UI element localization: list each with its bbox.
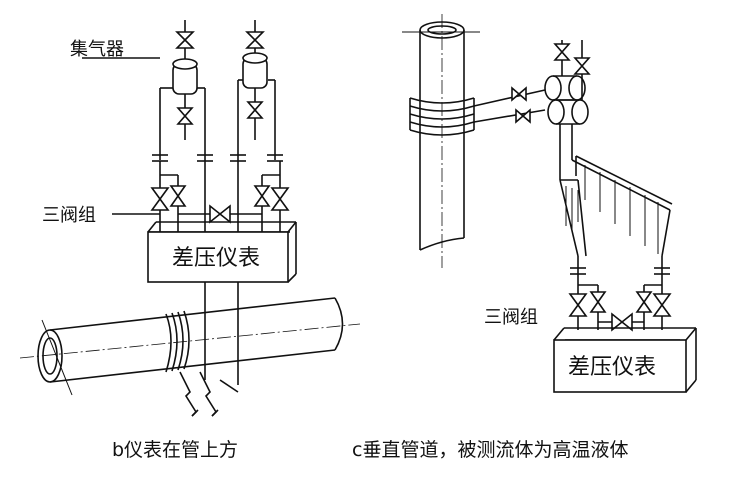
label-gas-collector: 集气器: [70, 39, 124, 60]
three-valve-manifold-left: [148, 161, 290, 233]
impulse-lines-right: [473, 40, 673, 330]
label-meter-left: 差压仪表: [172, 246, 260, 271]
collector-right: [237, 20, 276, 160]
vertical-pipe: [402, 14, 480, 268]
figure-b: 集气器 三阀组 差压仪表: [19, 20, 361, 417]
meter-right: [553, 327, 697, 393]
label-three-valve-left: 三阀组: [42, 205, 96, 226]
figure-c: 三阀组 差压仪表: [402, 14, 697, 393]
pipe-breaks-right: [570, 267, 670, 275]
pipe-breaks-left: [152, 154, 283, 162]
meter-left: [147, 221, 297, 283]
caption-right: c垂直管道，被测流体为高温液体: [352, 439, 628, 461]
caption-left: b仪表在管上方: [112, 439, 238, 461]
label-three-valve-right: 三阀组: [484, 307, 538, 328]
collector-left: [159, 20, 206, 160]
three-valve-manifold-right: [565, 284, 680, 341]
label-meter-right: 差压仪表: [568, 355, 656, 380]
horizontal-pipe: [19, 297, 361, 417]
